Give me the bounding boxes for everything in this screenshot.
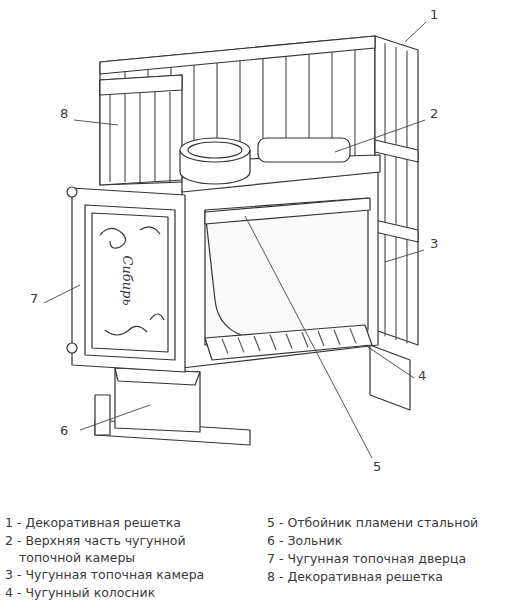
grille-rail — [100, 75, 182, 95]
callout-number: 8 — [58, 107, 70, 120]
grate — [205, 325, 372, 360]
hinge — [67, 187, 77, 197]
grille-bar — [384, 43, 385, 336]
grille-bar — [109, 92, 110, 182]
callout-number: 3 — [428, 237, 440, 250]
callout-number: 1 — [428, 8, 440, 21]
grate-slot — [286, 334, 292, 349]
grate-slot — [334, 330, 340, 345]
grille-band — [375, 220, 418, 242]
leader-line — [385, 250, 424, 262]
door-frame — [72, 188, 185, 372]
grate-slot — [254, 336, 260, 351]
grille-bar — [124, 92, 125, 182]
leader-line — [245, 216, 372, 458]
grate-slot — [222, 339, 228, 354]
grille-rail — [100, 36, 375, 74]
callout-number: 2 — [428, 107, 440, 120]
legend-text: 4 - Чугунный колосник — [5, 584, 269, 600]
leader-line — [335, 120, 425, 152]
callout-number: 5 — [371, 460, 383, 473]
door-panel — [85, 205, 175, 360]
legend-text: 2 - Верхняя часть чугунной топочной каме… — [5, 532, 249, 566]
grille-bar — [154, 92, 155, 182]
firebox-body — [182, 172, 378, 368]
callout-number: 7 — [28, 292, 40, 305]
grille-bar — [139, 92, 140, 182]
legend-text: 7 - Чугунная топочная дверца — [267, 550, 506, 567]
callout-number: 4 — [416, 369, 428, 382]
grille-bar — [169, 92, 170, 182]
ash-pan — [115, 368, 200, 432]
brand-lettering: Сибирь — [121, 255, 134, 305]
leg — [95, 395, 110, 435]
grille-bar — [395, 47, 396, 340]
grate-slot — [270, 335, 276, 350]
grate-slot — [318, 331, 324, 346]
side-grille — [375, 36, 418, 345]
leader-line — [365, 345, 414, 378]
legend-text: 8 - Декоративная решетка — [267, 568, 506, 585]
legend-text: 5 - Отбойник пламени стальной — [267, 514, 506, 531]
legend-text: 6 - Зольник — [267, 532, 506, 549]
leg — [370, 345, 410, 410]
grate-slot — [350, 328, 356, 343]
door-ornament — [100, 227, 164, 335]
leader-line — [80, 405, 150, 430]
leader-line — [74, 120, 118, 125]
leader-line — [405, 22, 426, 42]
grille-bar — [406, 51, 407, 344]
grate-slot — [238, 337, 244, 352]
left-grille — [100, 75, 182, 185]
callout-number: 6 — [58, 424, 70, 437]
hinge — [67, 343, 77, 353]
legend-text: 1 - Декоративная решетка — [5, 514, 259, 531]
flame-deflector — [205, 198, 370, 224]
leader-line — [44, 285, 80, 303]
legend-text: 3 - Чугунная топочная камера — [5, 566, 269, 583]
grille-band — [375, 140, 418, 162]
top-hump — [258, 138, 350, 162]
